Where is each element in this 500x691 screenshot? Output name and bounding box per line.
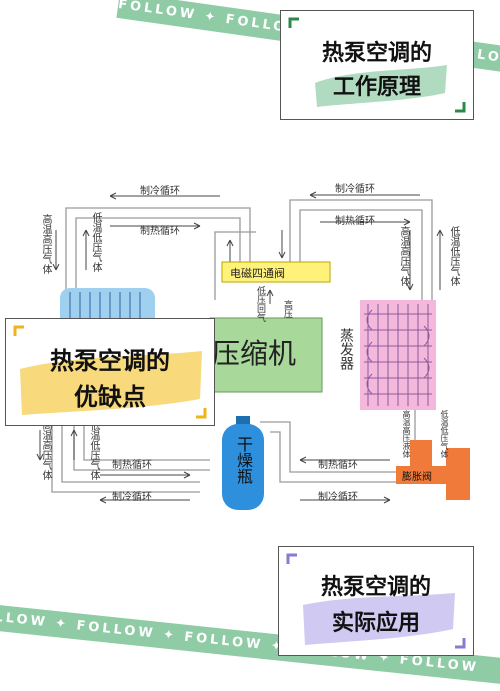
label-high-press: 高压 <box>282 300 292 318</box>
card-title-line2: 工作原理 <box>332 75 421 100</box>
corner-accent-icon <box>196 408 207 419</box>
brush-highlight <box>315 65 447 107</box>
label-exp-hp: 高温高压液体 <box>402 410 411 458</box>
corner-accent-icon <box>288 17 299 28</box>
compressor-box <box>209 317 323 393</box>
dryer-bottle <box>222 416 264 510</box>
corner-accent-icon <box>286 553 297 564</box>
card-working-principle[interactable]: 热泵空调的 工作原理 <box>280 10 474 120</box>
label-exp-lp: 低温低压气体 <box>440 410 449 458</box>
card-title-line2: 优缺点 <box>74 383 146 411</box>
expansion-valve <box>396 440 470 500</box>
label-lower-left-hp: 高温高压气体 <box>40 420 51 480</box>
label-left-hp-gas: 高温高压气体 <box>40 214 51 274</box>
label-dryer: 干燥瓶 <box>234 436 253 484</box>
card-title-line1: 热泵空调的 <box>50 347 170 375</box>
card-pros-cons[interactable]: 热泵空调的 优缺点 <box>5 318 215 426</box>
label-expansion: 膨胀阀 <box>402 472 432 483</box>
label-top-left-heat: 制热循环 <box>140 226 180 237</box>
label-bottom-left-heat: 制热循环 <box>112 460 152 471</box>
label-top-right-cool: 制冷循环 <box>335 184 375 195</box>
card-title-line2: 实际应用 <box>331 611 420 636</box>
pipes <box>51 199 433 493</box>
label-valve: 电磁四通阀 <box>230 267 285 280</box>
brush-highlight <box>303 593 455 645</box>
label-bottom-right-heat: 制热循环 <box>318 460 358 471</box>
card-title-line1: 热泵空调的 <box>320 575 431 600</box>
label-evaporator: 蒸发器 <box>338 328 354 370</box>
label-right-hp-gas: 高温高压气体 <box>398 226 409 286</box>
label-top-right-heat: 制热循环 <box>335 216 375 227</box>
label-bottom-left-cool: 制冷循环 <box>112 492 152 503</box>
corner-accent-icon <box>455 102 466 113</box>
label-lower-left-lp: 低温低压气体 <box>88 420 99 480</box>
corner-accent-icon <box>13 325 24 336</box>
flow-arrows <box>36 191 444 504</box>
corner-accent-icon <box>455 638 466 649</box>
label-bottom-right-cool: 制冷循环 <box>318 492 358 503</box>
label-compressor: 压缩机 <box>212 337 297 370</box>
label-low-return: 低压回气 <box>255 286 265 322</box>
four-way-valve-box <box>221 261 331 283</box>
label-top-left-cool: 制冷循环 <box>140 186 180 197</box>
brush-highlight <box>20 351 202 415</box>
card-application[interactable]: 热泵空调的 实际应用 <box>278 546 474 656</box>
label-right-lp-gas: 低温低压气体 <box>448 226 459 286</box>
label-left-lp-gas: 低温低压气体 <box>90 212 101 272</box>
evaporator-coil <box>360 300 436 410</box>
card-title-line1: 热泵空调的 <box>321 41 432 66</box>
